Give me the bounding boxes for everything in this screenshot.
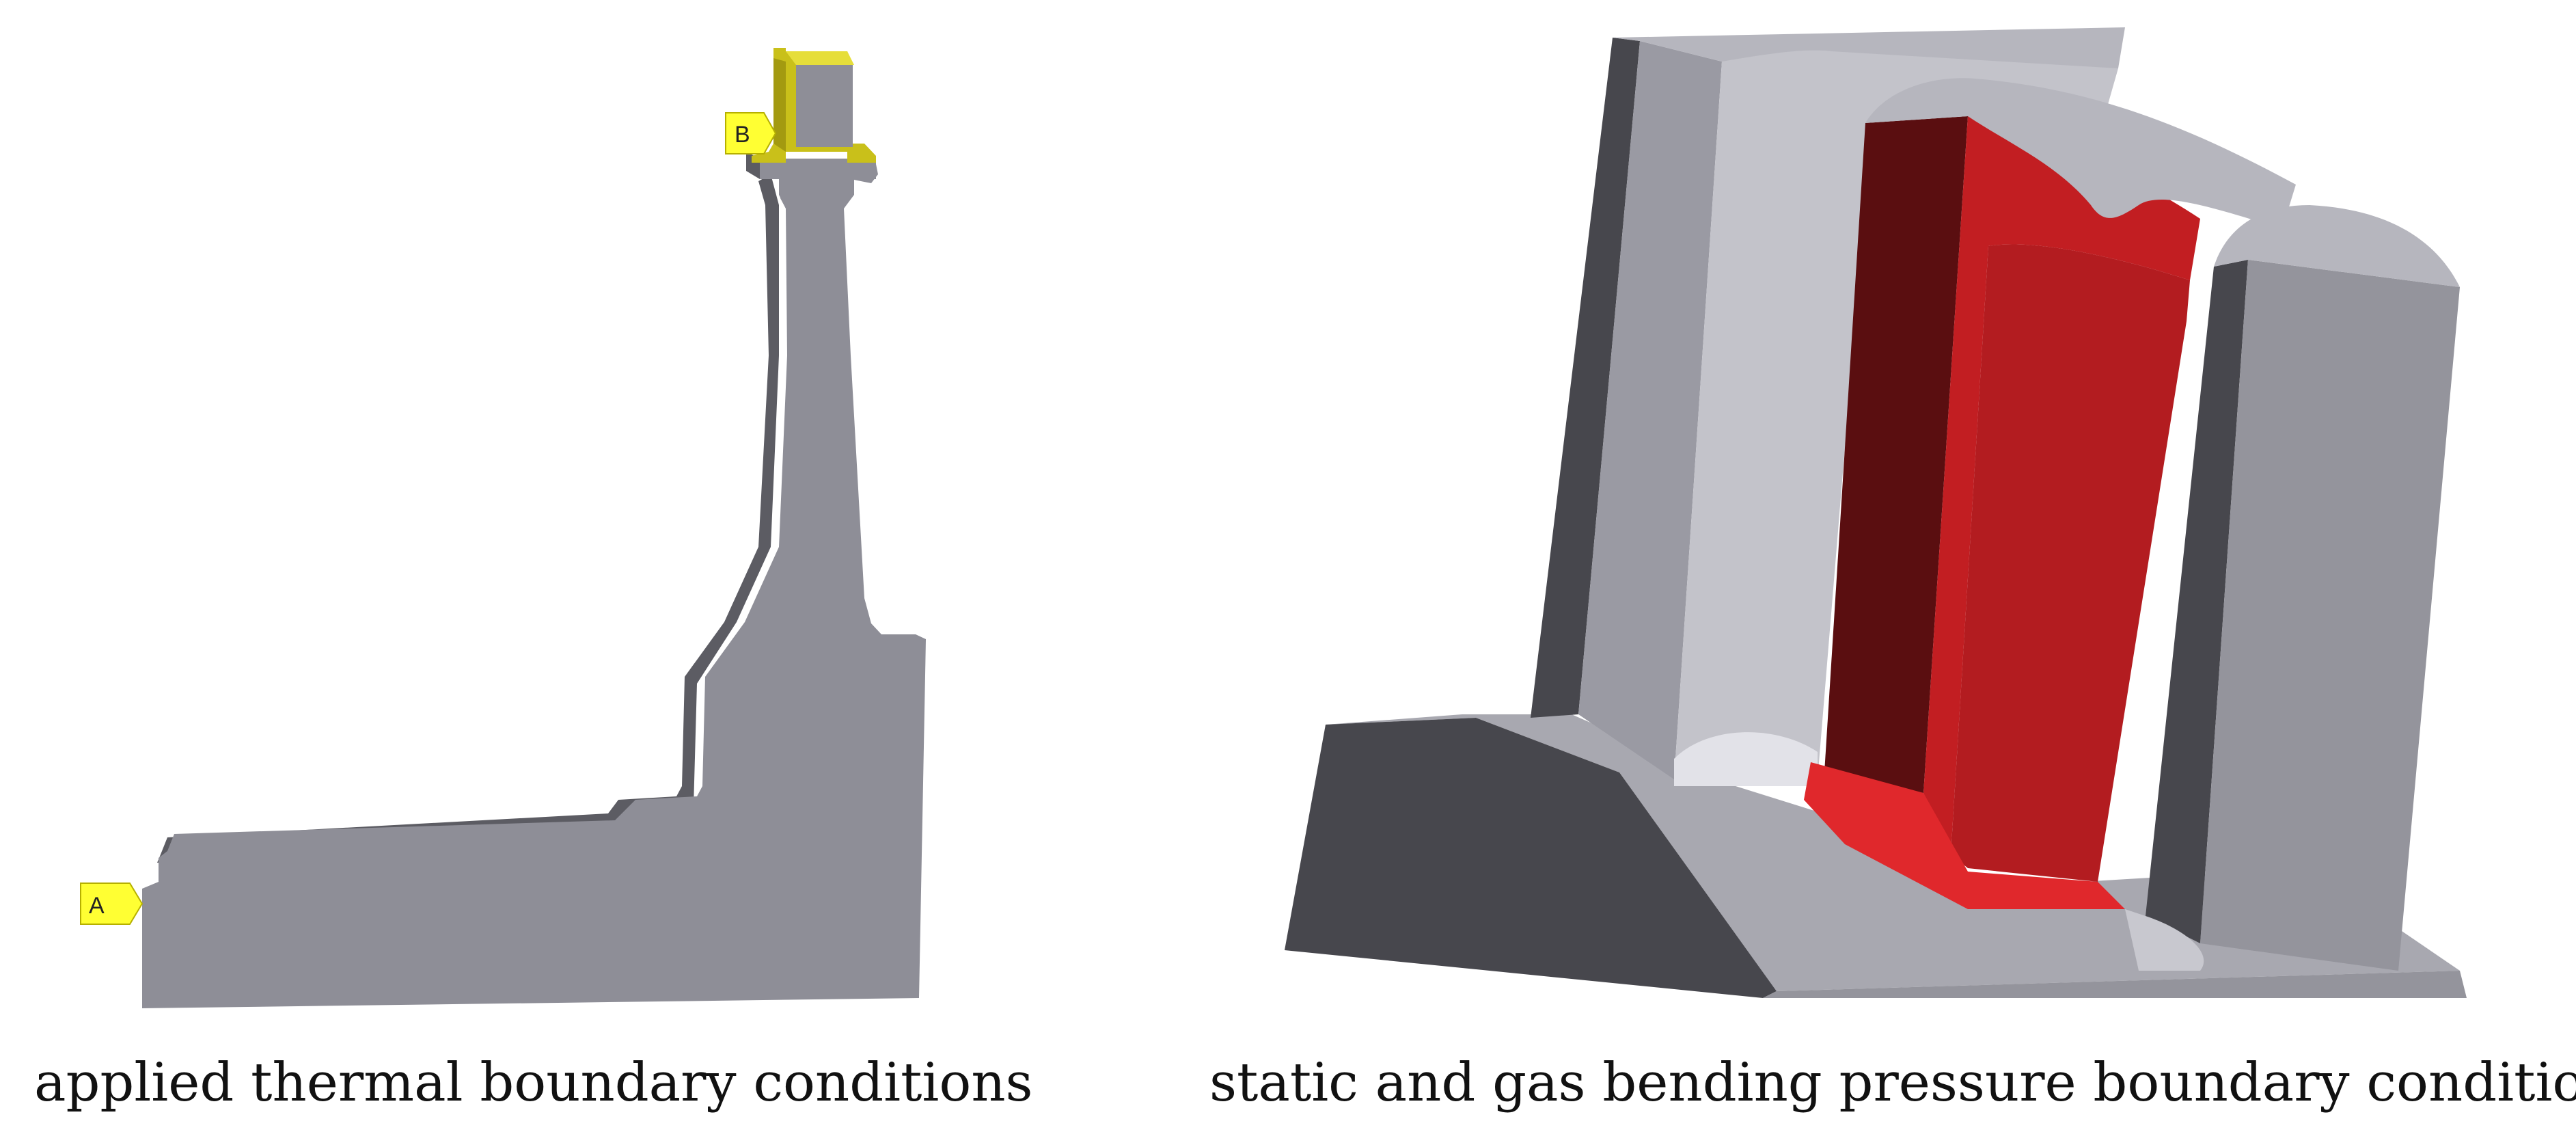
pressure-surface-mid	[1951, 244, 2190, 882]
blade-tip	[796, 65, 853, 147]
groove-grey-fillet	[1674, 732, 1818, 786]
groove-grey	[1674, 50, 2118, 780]
marker-a-label: A	[89, 893, 105, 919]
marker-a: A	[80, 883, 143, 925]
blade-cross-section-diagram: B A	[80, 48, 926, 1008]
front-blade-fillet	[2125, 909, 2204, 971]
pressure-surface-dark	[1824, 116, 1968, 793]
marker-b-label: B	[735, 122, 750, 148]
pressure-surface-fillet	[1804, 762, 2125, 909]
back-wall-front	[1578, 41, 1722, 779]
marker-b: B	[725, 112, 777, 154]
right-panel: static and gas bending pressure boundary…	[1209, 0, 2576, 1145]
blade-root-3d-diagram	[1285, 27, 2467, 998]
front-blade-front	[2200, 260, 2460, 971]
back-wall-top	[1613, 27, 2125, 68]
left-caption: applied thermal boundary conditions	[34, 1052, 1033, 1114]
thermal-boundary-b-top	[786, 51, 854, 65]
base-front-face	[1285, 718, 1777, 998]
thermal-boundary-b-shade	[773, 58, 786, 152]
cross-section-edge	[157, 174, 779, 863]
front-blade-side	[2146, 260, 2248, 943]
right-caption: static and gas bending pressure boundary…	[1209, 1052, 2576, 1114]
front-blade-top	[2214, 205, 2460, 287]
left-panel: B A applied thermal boundary conditions	[0, 0, 1285, 1145]
base-right-face	[1763, 971, 2467, 998]
root-neck	[760, 159, 876, 208]
cross-section-body	[142, 164, 926, 1008]
pressure-surface-bright	[1923, 116, 2200, 854]
middle-blade-top	[1865, 78, 2296, 230]
back-wall-side	[1531, 38, 1640, 718]
